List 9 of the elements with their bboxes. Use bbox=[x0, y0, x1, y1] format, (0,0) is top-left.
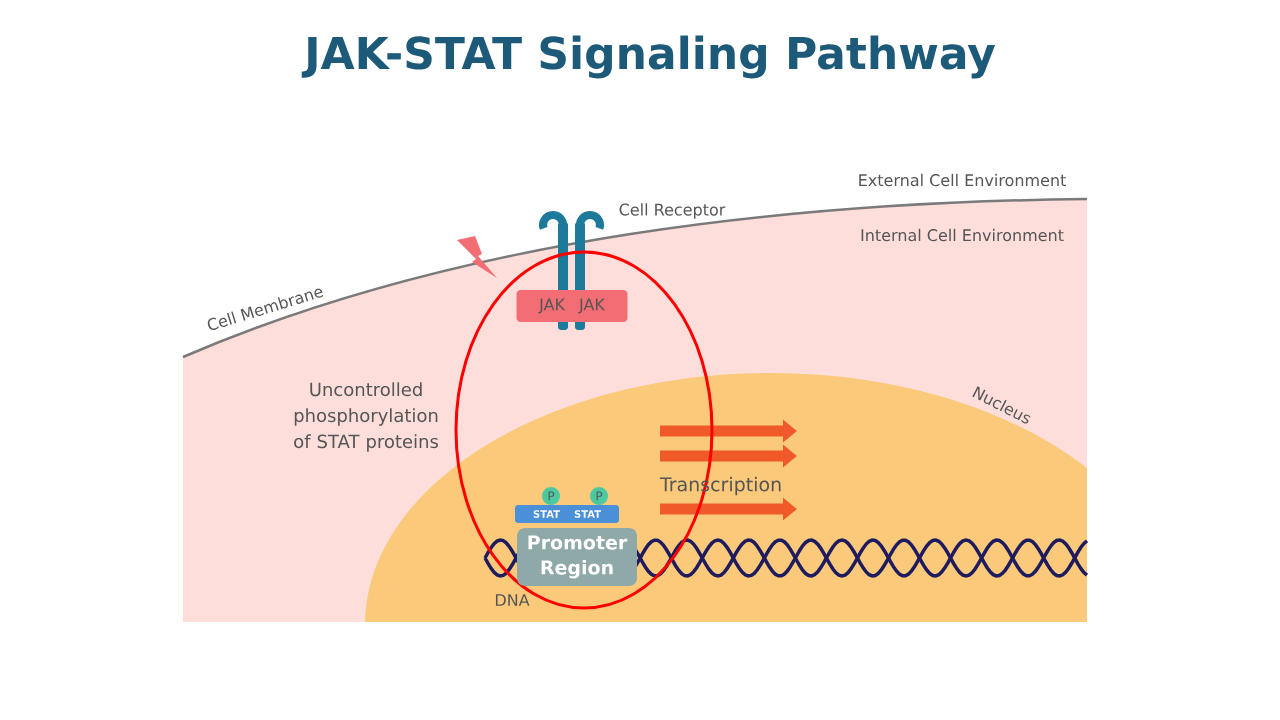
region-label: External Cell Environment bbox=[859, 173, 1066, 187]
stat-box: STAT STAT bbox=[515, 505, 619, 523]
receptor-label: Cell Receptor bbox=[619, 203, 726, 219]
annotation-text: Uncontrolled phosphorylation of STAT proteins bbox=[294, 382, 438, 452]
promoter-box: Promoter Region bbox=[517, 528, 637, 586]
region-label: Internal Cell Environment bbox=[861, 228, 1064, 242]
title: JAK-STAT Signaling Pathway bbox=[301, 35, 996, 79]
dna-label: DNA bbox=[495, 594, 530, 606]
jak-box: JAK JAK bbox=[516, 290, 628, 322]
